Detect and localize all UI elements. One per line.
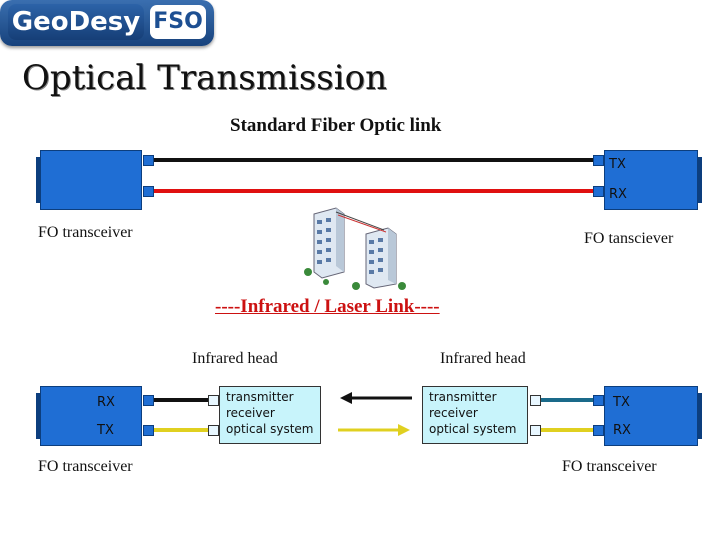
left-infrared-head-box: transmitter receiver optical system [219,386,321,444]
bottom-left-fo-transceiver-box: RX TX [36,386,142,446]
geodesy-logo: GeoDesy FSO [0,0,214,46]
left-head-receiver: receiver [226,406,275,420]
right-head-rx-port [530,425,541,436]
right-head-tx-port [530,395,541,406]
left-head-rx-port [208,395,219,406]
right-fo-label: FO tansciever [584,230,674,247]
bottom-right-rx-label: RX [613,423,631,438]
right-head-optical-system: optical system [429,422,517,436]
bottom-left-tx-port [143,425,154,436]
fiber-link-heading: Standard Fiber Optic link [230,115,442,136]
rx-fiber-line [154,189,600,193]
right-arrow-icon [398,424,410,436]
laser-beam-arrows [338,392,412,436]
bottom-right-fo-label: FO transceiver [562,458,657,475]
left-fo-transceiver-box [36,150,142,210]
right-port-tx-label: TX [609,157,626,172]
left-black-fiber [154,398,210,402]
laser-link-heading: ----Infrared / Laser Link---- [215,296,440,317]
page-title: Optical Transmission [22,58,387,98]
logo-suffix: FSO [150,5,206,39]
right-rx-port [593,186,604,197]
bottom-left-tx-label: TX [97,423,114,438]
left-infrared-head-label: Infrared head [192,350,278,367]
bottom-right-rx-port [593,425,604,436]
bottom-left-rx-label: RX [97,395,115,410]
left-head-transmitter: transmitter [226,390,294,404]
left-tx-port [143,155,154,166]
right-infrared-head-box: transmitter receiver optical system [422,386,528,444]
left-rx-port [143,186,154,197]
right-infrared-head-label: Infrared head [440,350,526,367]
tx-fiber-line [154,158,600,162]
left-yellow-fiber [154,428,210,432]
bottom-left-rx-port [143,395,154,406]
buildings-laser-link-icon [304,207,406,290]
left-arrow-icon [340,392,352,404]
right-tx-port [593,155,604,166]
logo-brand: GeoDesy [8,4,144,40]
right-fo-transceiver-box: TX RX [604,150,702,210]
right-port-rx-label: RX [609,187,627,202]
right-head-receiver: receiver [429,406,478,420]
left-head-tx-port [208,425,219,436]
left-head-optical-system: optical system [226,422,314,436]
bottom-right-tx-port [593,395,604,406]
bottom-left-fo-label: FO transceiver [38,458,133,475]
right-teal-fiber [541,398,597,402]
left-fo-label: FO transceiver [38,224,133,241]
right-head-transmitter: transmitter [429,390,497,404]
right-yellow-fiber [541,428,597,432]
bottom-right-fo-transceiver-box: TX RX [604,386,702,446]
bottom-right-tx-label: TX [613,395,630,410]
